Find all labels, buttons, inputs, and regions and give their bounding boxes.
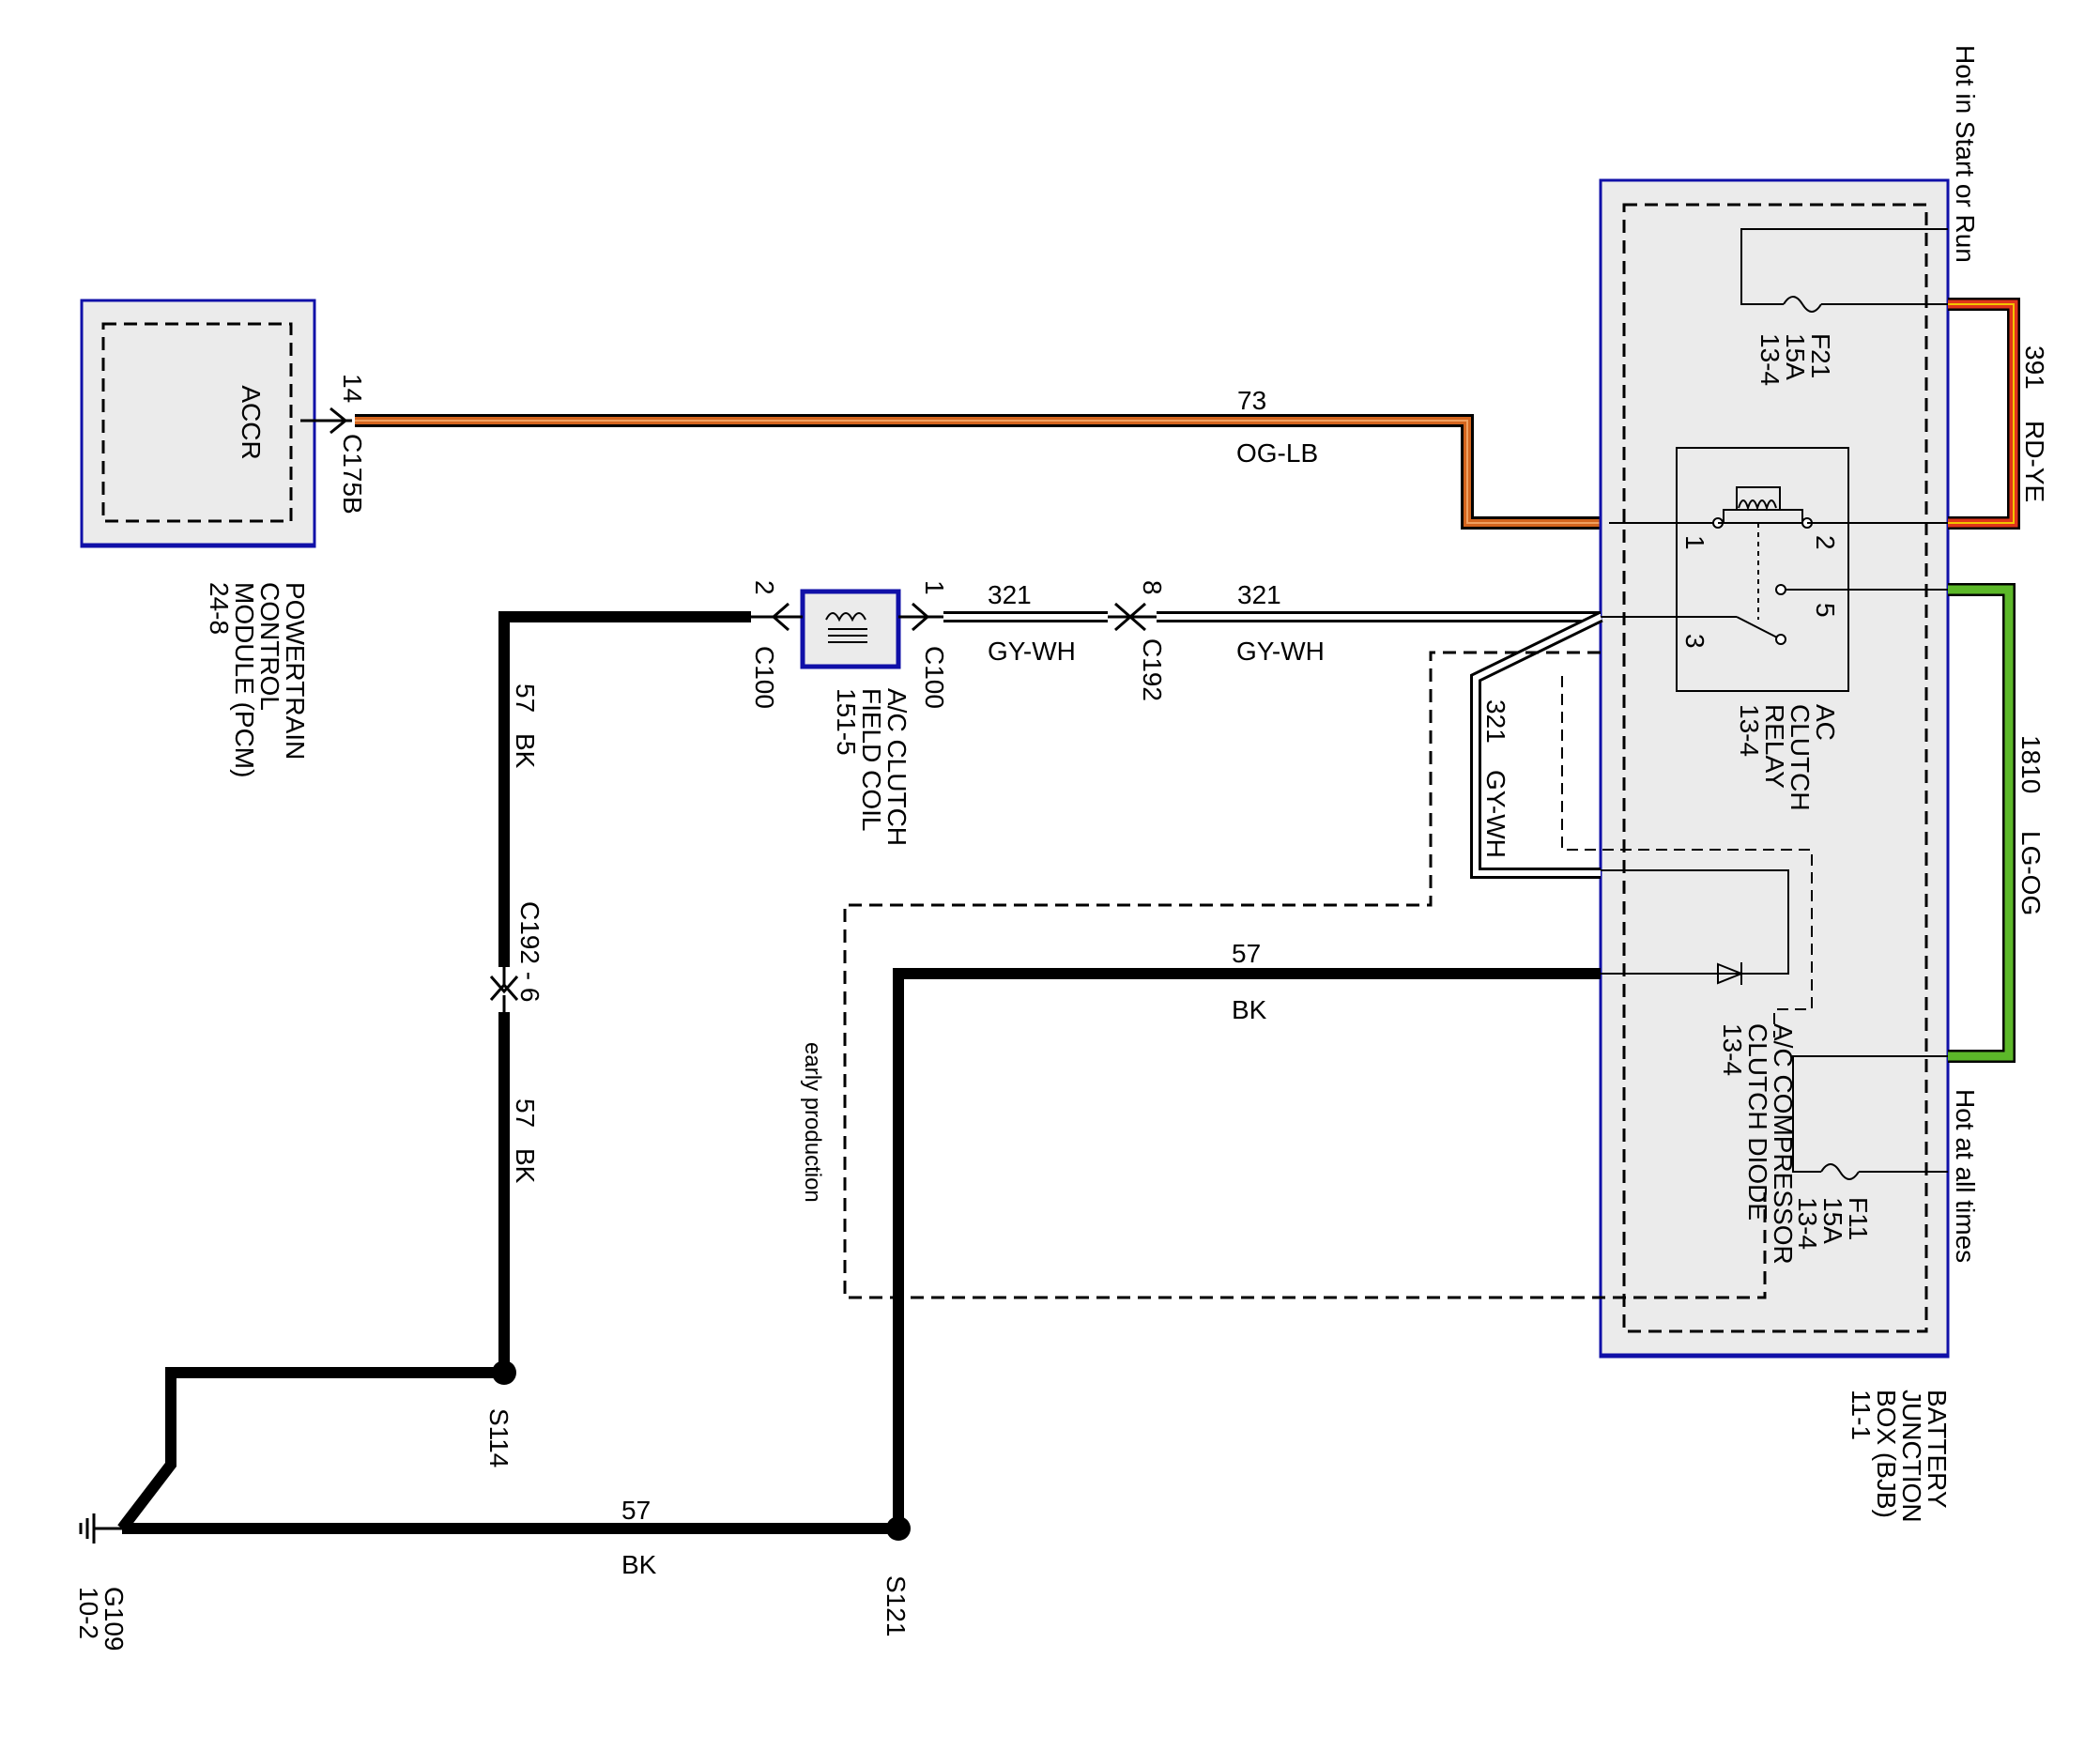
wire-321b-circuit: 321: [1237, 580, 1281, 609]
relay-label-line: RELAY: [1760, 704, 1789, 789]
pcm-name-line: POWERTRAIN: [281, 582, 310, 760]
ground-g109-label: G109 10-2: [74, 1587, 129, 1651]
coil-connector-left: C100: [750, 646, 779, 709]
wire-391-rd-ye: [1948, 298, 2020, 530]
connector-c175b-label: C175B: [338, 434, 367, 515]
wire-321a-circuit: 321: [988, 580, 1032, 609]
wire-57-upper-label: 57 BK: [511, 684, 540, 769]
c192-upper-label: C192: [1138, 638, 1167, 701]
ground-g109-icon: [79, 1513, 122, 1544]
relay-label: AC CLUTCH RELAY 13-4: [1735, 704, 1840, 811]
diode-label-line: CLUTCH DIODE: [1743, 1023, 1772, 1221]
relay-label-line: CLUTCH: [1786, 704, 1815, 811]
wire-1810-lg-og: [1948, 583, 2016, 1063]
wire-1810-color: LG-OG: [2016, 831, 2046, 915]
fuse-f11-line: 13-4: [1793, 1197, 1822, 1250]
wire-57-main-circuit: 57: [1232, 939, 1261, 968]
splice-s121-label: S121: [881, 1575, 911, 1636]
pcm-pin-14: 14: [338, 374, 367, 403]
fuse-f11-line: 15A: [1818, 1197, 1847, 1244]
splice-s114-label: S114: [484, 1408, 514, 1467]
bjb-name-line: BOX (BJB): [1872, 1390, 1901, 1518]
wire-57-lower-color: BK: [511, 1148, 540, 1184]
relay-pin-3: 3: [1680, 634, 1709, 649]
wire-321c-color: GY-WH: [1481, 770, 1510, 858]
ac-clutch-relay: [1601, 447, 1948, 692]
ground-label-line: 10-2: [74, 1587, 103, 1639]
bjb-name-line: BATTERY: [1923, 1390, 1952, 1509]
bjb-name-label: BATTERY JUNCTION BOX (BJB) 11-1: [1847, 1390, 1952, 1523]
wire-321a-color: GY-WH: [988, 637, 1076, 666]
pcm-name-label: POWERTRAIN CONTROL MODULE (PCM) 24-8: [205, 582, 310, 777]
pcm-accr-label: ACCR: [237, 385, 266, 459]
hot-in-start-or-run: Hot in Start or Run: [1951, 45, 1980, 263]
relay-label-line: AC: [1811, 704, 1840, 741]
wire-391-circuit: 391: [2020, 346, 2049, 390]
hot-at-all-times: Hot at all times: [1951, 1089, 1980, 1263]
pcm-module: ACCR: [80, 299, 316, 548]
wire-57-bk-main: [893, 968, 1601, 1528]
ac-clutch-field-coil: [751, 589, 943, 669]
coil-pin-2: 2: [750, 580, 779, 595]
fuse-f11: [1792, 1055, 1948, 1180]
wire-57-upper-circuit: 57: [511, 684, 540, 713]
connector-c192-upper: [1108, 602, 1157, 632]
coil-connector-right: C100: [920, 646, 949, 709]
pcm-name-line: MODULE (PCM): [230, 582, 259, 777]
diode-label-line: A/C COMPRESSOR: [1769, 1023, 1798, 1265]
wire-1810-circuit: 1810: [2016, 735, 2046, 793]
bjb-name-line: JUNCTION: [1897, 1390, 1926, 1523]
c192-pin-8: 8: [1138, 580, 1167, 595]
splice-s114: [117, 1360, 516, 1532]
coil-label-line: FIELD COIL: [857, 688, 886, 831]
wire-57-bottom-circuit: 57: [621, 1496, 651, 1525]
pcm-connector-c175b: 14 C175B: [300, 374, 367, 515]
coil-label-line: 151-5: [832, 688, 861, 756]
wire-73-circuit: 73: [1237, 386, 1266, 415]
pcm-name-line: CONTROL: [255, 582, 284, 711]
fuse-f21-line: 15A: [1781, 333, 1810, 380]
wire-57-lower-circuit: 57: [511, 1098, 540, 1128]
fuse-f21-line: F21: [1806, 333, 1835, 378]
wire-73-color: OG-LB: [1236, 438, 1318, 468]
relay-label-line: 13-4: [1735, 704, 1764, 757]
wire-57-bk-bottom: [122, 1516, 911, 1541]
wire-391-color: RD-YE: [2020, 421, 2049, 502]
c192-lower-label: C192 - 6: [515, 901, 544, 1002]
pcm-name-line: 24-8: [205, 582, 234, 635]
wire-57-bottom-color: BK: [621, 1550, 657, 1579]
wire-57-main-color: BK: [1232, 995, 1267, 1024]
coil-label-line: A/C CLUTCH: [882, 688, 912, 846]
wire-57-lower-label: 57 BK: [511, 1098, 540, 1184]
fuse-f11-label: F11 15A 13-4: [1793, 1197, 1873, 1250]
diode-label-line: 13-4: [1718, 1023, 1747, 1076]
fuse-f21: [1740, 228, 1948, 313]
coil-pin-1: 1: [920, 580, 949, 595]
relay-pin-2: 2: [1811, 535, 1840, 550]
fuse-f11-line: F11: [1844, 1197, 1873, 1240]
bjb-module: [1599, 178, 1950, 1359]
ac-compressor-clutch-diode: [1561, 676, 1813, 1037]
wire-57-upper-color: BK: [511, 733, 540, 769]
diode-label: A/C COMPRESSOR CLUTCH DIODE 13-4: [1718, 1023, 1798, 1265]
fuse-f21-label: F21 15A 13-4: [1755, 333, 1835, 386]
early-production-outline: [843, 651, 1767, 1299]
relay-pin-5: 5: [1811, 603, 1840, 618]
coil-label: A/C CLUTCH FIELD COIL 151-5: [832, 688, 912, 846]
wire-321-gy-wh: [943, 611, 1603, 879]
fuse-f21-line: 13-4: [1755, 333, 1785, 386]
bjb-name-line: 11-1: [1847, 1390, 1876, 1440]
wire-57-bk-left: [489, 611, 751, 1371]
wire-321c-circuit: 321: [1481, 699, 1510, 744]
early-production-label: early production: [800, 1042, 825, 1203]
ground-label-line: G109: [100, 1587, 129, 1651]
wire-321b-color: GY-WH: [1236, 637, 1325, 666]
wire-73-og-lb: [355, 414, 1609, 530]
relay-pin-1: 1: [1680, 535, 1709, 550]
